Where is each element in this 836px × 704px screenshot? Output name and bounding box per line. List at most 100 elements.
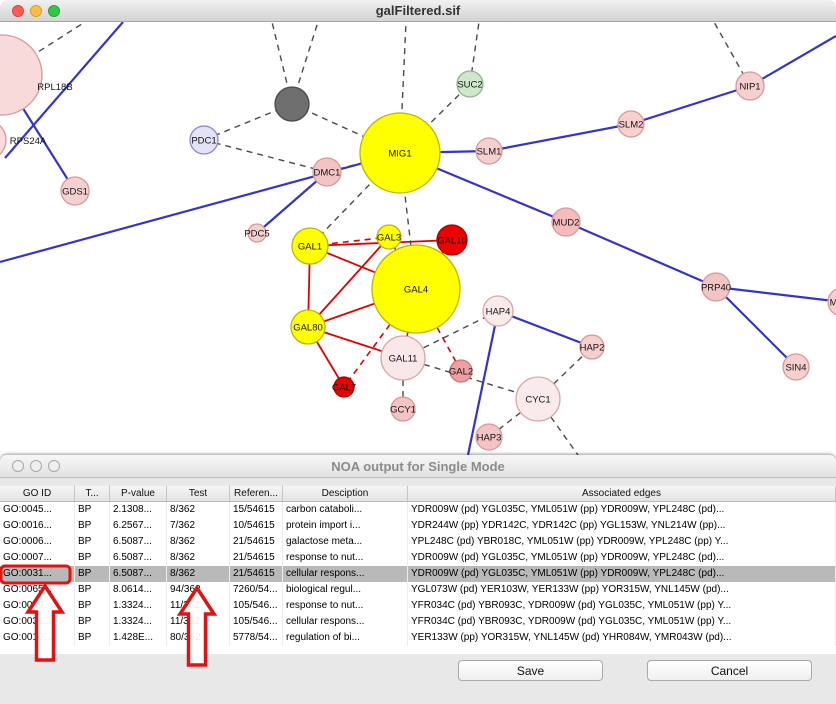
node-mig1[interactable]: MIG1	[359, 112, 441, 194]
zoom-button[interactable]	[48, 5, 60, 17]
cell: cellular respons...	[283, 614, 408, 630]
node-hap2[interactable]: HAP2	[579, 334, 605, 360]
column-header-3[interactable]: Test	[167, 486, 230, 501]
cell: GO:0007...	[0, 550, 75, 566]
cell: 1.3324...	[110, 598, 167, 614]
node-circle	[371, 244, 461, 334]
close-button[interactable]	[12, 460, 24, 472]
network-edge-red[interactable]	[307, 236, 390, 328]
node-gcy1[interactable]: GCY1	[390, 396, 416, 422]
node-gal7[interactable]: GAL7	[332, 376, 356, 398]
cell: YFR034C (pd) YBR093C, YDR009W (pd) YGL03…	[408, 614, 836, 630]
network-edge-blue[interactable]	[256, 171, 328, 234]
node-circle	[189, 125, 219, 155]
cell: GO:0006...	[0, 534, 75, 550]
node-rps24a[interactable]: RPS24A	[0, 120, 47, 160]
node-label: MIG1	[388, 149, 411, 160]
node-label: HAP4	[486, 307, 511, 318]
cell: galactose meta...	[283, 534, 408, 550]
node-hap4[interactable]: HAP4	[482, 295, 514, 327]
node-gal10[interactable]: GAL10	[436, 224, 468, 256]
cancel-button[interactable]: Cancel	[647, 660, 812, 681]
node-label: MUD2	[553, 218, 580, 229]
node-sin4[interactable]: SIN4	[782, 353, 810, 381]
network-edge-blue[interactable]	[4, 22, 124, 159]
node-gal1[interactable]: GAL1	[291, 227, 329, 265]
network-edge-blue[interactable]	[488, 122, 632, 153]
network-edge-blue[interactable]	[715, 285, 836, 303]
node-cyc1[interactable]: CYC1	[515, 376, 561, 422]
node-dmc1[interactable]: DMC1	[312, 157, 342, 187]
column-header-0[interactable]: GO ID	[0, 486, 75, 501]
cell: BP	[75, 582, 110, 598]
node-gal2[interactable]: GAL2	[449, 359, 473, 383]
node-gray1[interactable]	[274, 86, 310, 122]
cell: BP	[75, 550, 110, 566]
node-slm2[interactable]: SLM2	[617, 110, 645, 138]
node-gal80[interactable]: GAL80	[290, 309, 326, 345]
network-edge-red-dash[interactable]	[343, 288, 417, 388]
node-pdc1[interactable]: PDC1	[189, 125, 219, 155]
save-button[interactable]: Save	[458, 660, 603, 681]
cell: BP	[75, 502, 110, 518]
network-edge-blue[interactable]	[466, 310, 500, 455]
cell: BP	[75, 518, 110, 534]
network-edge-dash[interactable]	[402, 357, 539, 400]
network-edge-blue[interactable]	[497, 309, 593, 349]
column-header-1[interactable]: T...	[75, 486, 110, 501]
cell: 11/362	[167, 598, 230, 614]
node-label: SIN4	[785, 363, 806, 374]
network-edge-dash[interactable]	[203, 139, 328, 173]
column-header-5[interactable]: Desciption	[283, 486, 408, 501]
node-prp40[interactable]: PRP40	[701, 272, 731, 302]
node-msl5[interactable]: MSL5	[827, 288, 836, 316]
network-edge-blue[interactable]	[630, 84, 751, 126]
zoom-button[interactable]	[48, 460, 60, 472]
column-header-4[interactable]: Referen...	[230, 486, 283, 501]
node-label: GAL11	[389, 354, 418, 365]
network-edge-blue[interactable]	[565, 220, 717, 289]
node-hap3[interactable]: HAP3	[475, 423, 503, 451]
cell: 10/54615	[230, 518, 283, 534]
node-label: NIP1	[739, 82, 760, 93]
node-circle	[274, 86, 310, 122]
network-edge-blue[interactable]	[715, 286, 797, 368]
minimize-button[interactable]	[30, 5, 42, 17]
minimize-button[interactable]	[30, 460, 42, 472]
node-pdc5[interactable]: PDC5	[244, 223, 270, 243]
node-label: GAL10	[437, 236, 467, 247]
node-nip1[interactable]: NIP1	[735, 71, 765, 101]
node-gal11[interactable]: GAL11	[380, 335, 426, 381]
node-gds1[interactable]: GDS1	[60, 176, 90, 206]
cell: response to nut...	[283, 550, 408, 566]
node-label: SLM2	[619, 120, 644, 131]
close-button[interactable]	[12, 5, 24, 17]
node-suc2[interactable]: SUC2	[456, 70, 484, 98]
node-label: SUC2	[457, 80, 482, 91]
network-edge-dash[interactable]	[291, 103, 401, 154]
column-header-6[interactable]: Associated edges	[408, 486, 836, 501]
node-circle	[291, 227, 329, 265]
column-header-2[interactable]: P-value	[110, 486, 167, 501]
node-rpl18b[interactable]: RPL18B	[0, 34, 73, 116]
node-gal3[interactable]: GAL3	[376, 224, 402, 250]
node-gal4[interactable]: GAL4	[371, 244, 461, 334]
network-edge-blue[interactable]	[749, 35, 836, 87]
cell: YDR244W (pp) YDR142C, YDR142C (pp) YGL15…	[408, 518, 836, 534]
node-slm1[interactable]: SLM1	[475, 137, 503, 165]
node-circle	[312, 157, 342, 187]
node-mud2[interactable]: MUD2	[551, 207, 581, 237]
